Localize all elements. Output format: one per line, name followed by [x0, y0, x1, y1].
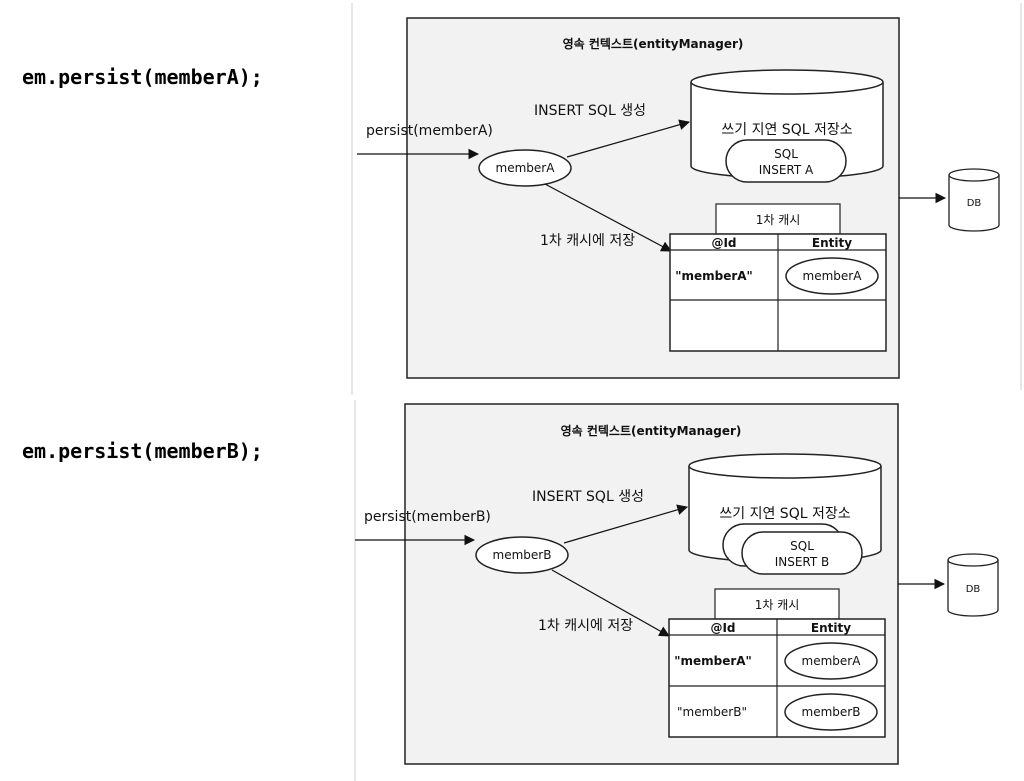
entity-node-label: memberB: [493, 548, 552, 562]
db-label: DB: [966, 584, 981, 595]
cache-row-entity: memberA: [803, 269, 863, 283]
insert-sql-arrow: [566, 119, 691, 158]
sql-store-title: 쓰기 지연 SQL 저장소: [719, 506, 850, 522]
sql-item: [741, 531, 863, 575]
context-title: 영속 컨텍스트(entityManager): [561, 423, 742, 438]
cache-header-id: @Id: [711, 236, 736, 250]
store-cache-label: 1차 캐시에 저장: [540, 233, 635, 249]
sql-item: [725, 139, 847, 183]
insert-sql-arrow: [563, 504, 689, 544]
entity-node: [478, 149, 572, 187]
entity-node-label: memberA: [496, 161, 556, 175]
cache-header-id: @Id: [710, 621, 735, 635]
persist-label: persist(memberA): [366, 123, 493, 139]
cache-row-id: "memberB": [677, 705, 747, 719]
persist-label: persist(memberB): [364, 509, 491, 525]
db-cylinder: [947, 553, 999, 617]
insert-sql-label: INSERT SQL 생성: [532, 489, 644, 505]
sql-item-line-2: INSERT A: [759, 163, 814, 177]
sql-item-line-1: SQL: [774, 147, 798, 161]
store-cache-label: 1차 캐시에 저장: [538, 618, 633, 634]
context-title: 영속 컨텍스트(entityManager): [563, 36, 744, 51]
cache-entity-node: [785, 257, 879, 295]
cache-row-id: "memberA": [675, 269, 753, 283]
insert-sql-label: INSERT SQL 생성: [534, 103, 646, 119]
db-cylinder: [948, 168, 1000, 232]
cache-row-entity: memberA: [802, 654, 862, 668]
cache-row-id: "memberA": [674, 654, 752, 668]
store-cache-arrow: [544, 183, 672, 252]
store-cache-arrow: [551, 569, 670, 637]
db-label: DB: [967, 198, 982, 209]
cache-title-box: [714, 588, 840, 620]
entity-node: [475, 536, 569, 574]
cache-title: 1차 캐시: [755, 598, 800, 612]
cache-entity-node: [784, 642, 878, 680]
cache-title: 1차 캐시: [756, 213, 801, 227]
step-panel-1: em.persist(memberA); 영속 컨텍스트(entityManag…: [22, 17, 1000, 379]
step-panel-2: em.persist(memberB); 영속 컨텍스트(entityManag…: [22, 403, 999, 765]
sql-store-title: 쓰기 지연 SQL 저장소: [721, 122, 852, 138]
cache-row-entity: memberB: [802, 705, 861, 719]
cache-header-entity: Entity: [811, 621, 851, 635]
sql-item-line-1: SQL: [790, 539, 814, 553]
cache-header-entity: Entity: [812, 236, 852, 250]
cache-entity-node: [784, 693, 878, 731]
code-line: em.persist(memberA);: [22, 65, 263, 89]
code-line: em.persist(memberB);: [22, 439, 263, 463]
sql-item-line-2: INSERT B: [775, 555, 830, 569]
